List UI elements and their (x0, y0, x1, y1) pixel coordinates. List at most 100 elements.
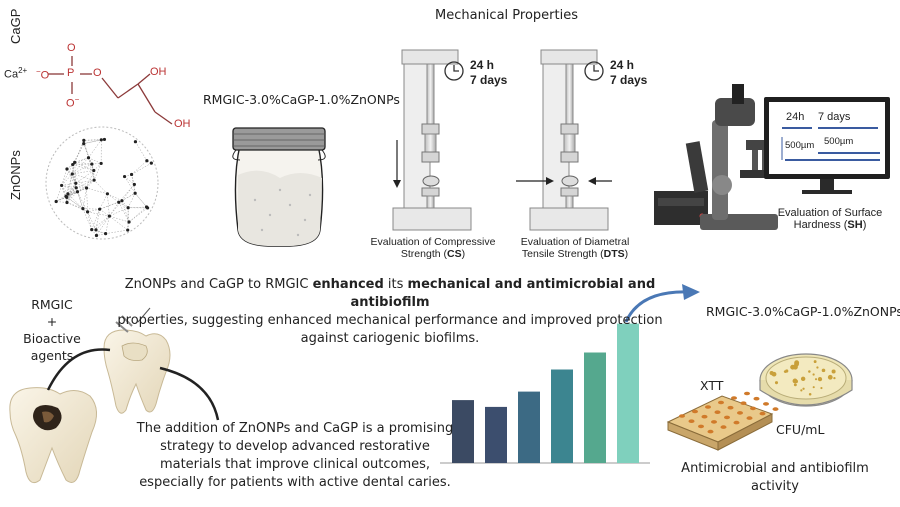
colony-dot (814, 378, 818, 381)
network-link (75, 179, 95, 184)
sh-caption: Evaluation of Surface Hardness (SH) (768, 207, 892, 231)
nanoparticle-dot (90, 228, 94, 232)
network-link (74, 140, 85, 163)
colony-dot (793, 383, 797, 387)
network-link (99, 208, 110, 217)
network-link (66, 197, 84, 209)
summary-text: ZnONPs and CaGP to RMGIC enhanced its me… (110, 276, 670, 348)
well (746, 416, 753, 420)
colony-dot (792, 378, 798, 384)
znonps-side-label: ZnONPs (8, 150, 23, 200)
dts-caption-prefix: Tensile Strength ( (521, 248, 604, 260)
well (707, 429, 714, 434)
micro-material-label: RMGIC-3.0%CaGP-1.0%ZnONPs (706, 304, 900, 319)
conclusion-line3: materials that improve clinical outcomes… (159, 457, 431, 472)
network-link (75, 170, 94, 184)
decayed-tooth-illustration (9, 387, 97, 484)
colony-dot (800, 376, 806, 382)
network-link (72, 164, 94, 171)
o-minus-charge: − (36, 67, 41, 76)
dts-time-24h: 24 h (610, 58, 635, 72)
summary-line2: properties, suggesting enhanced mechanic… (117, 313, 663, 328)
network-link (67, 183, 77, 195)
nanoparticle-dot (71, 162, 75, 167)
compression-machine (392, 49, 472, 231)
bar-6 (617, 323, 639, 463)
network-link (95, 215, 110, 231)
dts-caption-suffix: ) (624, 248, 629, 260)
well (698, 424, 704, 429)
well (744, 391, 750, 396)
oh-label-2: OH (174, 118, 191, 130)
network-link (67, 173, 73, 194)
cagp-side-label: CaGP (8, 8, 23, 44)
nanoparticle-dot (98, 207, 102, 211)
nanoparticle-dot (133, 191, 137, 195)
network-link (61, 185, 68, 203)
network-link (56, 193, 69, 202)
colony-dot (817, 376, 823, 382)
network-link (87, 211, 97, 231)
o-minus-symbol: O (40, 69, 50, 82)
colony-dot (785, 369, 789, 373)
well (679, 414, 685, 418)
cagp-molecule (48, 56, 173, 125)
cs-caption-line1: Evaluation of Compressive (370, 236, 496, 248)
monitor-illustration (764, 97, 890, 194)
nanoparticle-dot (117, 200, 121, 204)
well (711, 420, 717, 424)
summary-part2: its (383, 277, 408, 292)
nanoparticle-dot (82, 141, 86, 146)
rmgic-line1: RMGIC (31, 297, 73, 312)
summary-bold2: mechanical and antimicrobial and antibio… (350, 277, 656, 310)
sh-caption-prefix: Hardness ( (793, 219, 848, 231)
nanoparticle-dot (54, 199, 58, 204)
network-link (93, 180, 108, 194)
nanoparticle-dot (84, 186, 89, 190)
activity-line2: activity (751, 479, 799, 494)
colony-dot (769, 370, 774, 376)
network-link (118, 202, 130, 223)
restored-tooth-illustration (103, 307, 171, 414)
network-link (82, 208, 92, 230)
network-link (96, 215, 110, 236)
nanoparticle-dot (86, 156, 91, 160)
well (718, 400, 724, 405)
network-link (99, 202, 119, 210)
network-link (109, 215, 128, 231)
jar-label: RMGIC-3.0%CaGP-1.0%ZnONPs (203, 92, 400, 107)
colony-dot (831, 369, 836, 374)
network-link (83, 143, 89, 158)
network-link (86, 180, 95, 189)
nanoparticle-dot (65, 167, 69, 171)
network-link (109, 215, 130, 223)
cfu-label: CFU/mL (776, 422, 825, 437)
summary-part1: ZnONPs and CaGP to RMGIC (124, 277, 313, 292)
network-link (91, 215, 110, 230)
network-link (65, 187, 77, 197)
well (727, 405, 734, 410)
well (750, 406, 756, 411)
network-link (105, 229, 128, 234)
network-link (107, 193, 123, 201)
colony-dot (800, 389, 803, 392)
bar-3 (518, 391, 540, 463)
network-link (66, 183, 77, 203)
network-link (87, 211, 110, 217)
nanoparticle-dot (145, 159, 149, 163)
network-link (67, 193, 84, 209)
network-link (87, 208, 100, 213)
o-minus-label: −O (36, 67, 49, 82)
nanoparticle-dot (85, 210, 90, 214)
nanoparticle-dot (145, 206, 150, 210)
well (705, 405, 711, 409)
activity-line1: Antimicrobial and antibiofilm (681, 461, 869, 476)
nanoparticle-dot (92, 168, 96, 173)
conclusion-line4: especially for patients with active dent… (139, 475, 451, 490)
network-link (134, 193, 148, 209)
colony-dot (808, 370, 811, 373)
rmgic-label: RMGIC + Bioactive agents (0, 296, 104, 364)
network-link (61, 173, 73, 186)
tensile-machine (516, 49, 612, 231)
nanoparticle-dot (66, 192, 70, 196)
